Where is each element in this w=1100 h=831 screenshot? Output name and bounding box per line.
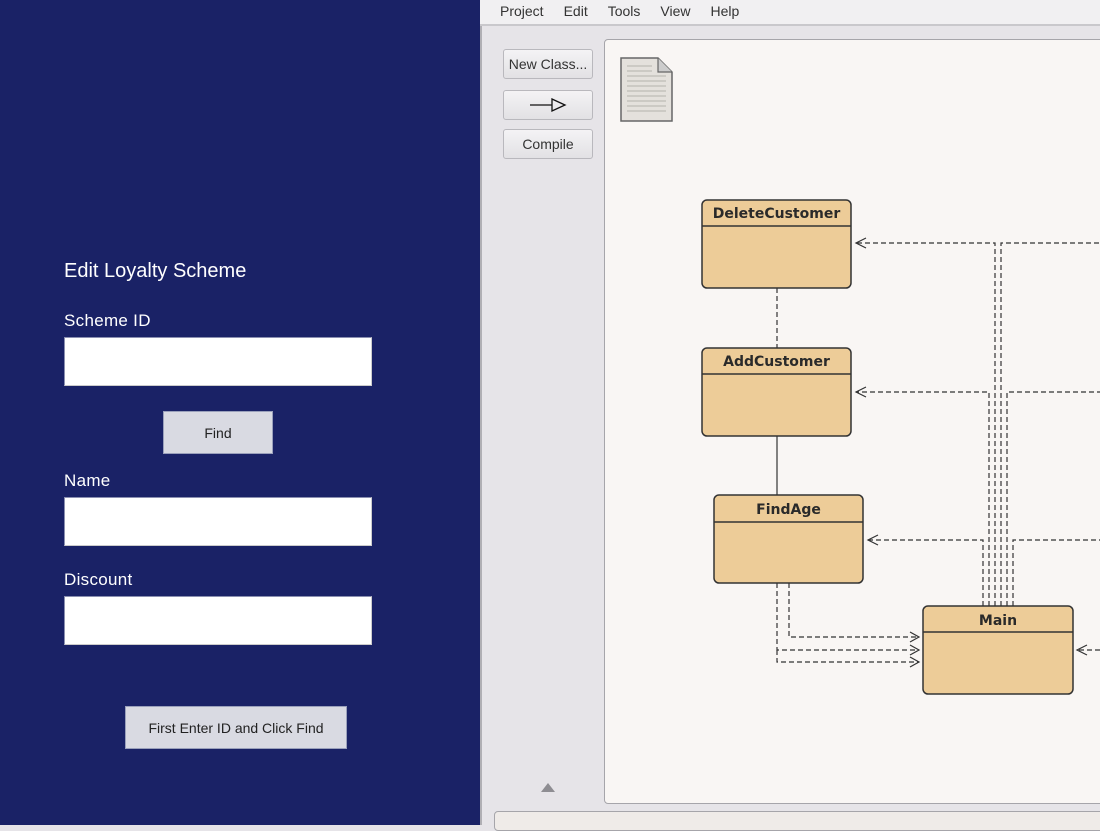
menu-view[interactable]: View — [660, 3, 691, 19]
dependency-line — [776, 650, 919, 663]
dependency-line — [1000, 242, 1100, 606]
dependency-lines — [776, 237, 1100, 668]
dependency-line — [868, 539, 984, 606]
menu-help[interactable]: Help — [710, 3, 740, 19]
class-add-customer[interactable]: AddCustomer — [701, 347, 852, 437]
form-title: Edit Loyalty Scheme — [64, 260, 247, 282]
arrowheads — [854, 237, 1088, 668]
scheme-id-input[interactable] — [64, 337, 372, 386]
class-name: FindAge — [756, 502, 821, 518]
new-class-button[interactable]: New Class... — [503, 49, 593, 79]
name-label: Name — [64, 471, 111, 490]
name-input[interactable] — [64, 497, 372, 546]
menu-tools[interactable]: Tools — [607, 3, 641, 19]
dependency-line — [788, 583, 919, 638]
class-main[interactable]: Main — [922, 605, 1074, 695]
dependency-line — [856, 242, 996, 606]
find-button[interactable]: Find — [163, 411, 273, 454]
menu-project[interactable]: Project — [500, 3, 544, 19]
dependency-line — [776, 583, 919, 651]
menu-edit[interactable]: Edit — [563, 3, 588, 19]
class-name: DeleteCustomer — [713, 206, 841, 222]
uses-arrow-icon — [530, 97, 567, 113]
document-icon[interactable] — [620, 57, 673, 122]
menu-bar: Project Edit Tools View Help — [480, 0, 1100, 26]
dependency-line — [1006, 391, 1100, 606]
class-delete-customer[interactable]: DeleteCustomer — [701, 199, 852, 289]
loyalty-form-panel: Edit Loyalty Scheme Scheme ID Find Name … — [0, 0, 480, 825]
uses-arrow-button[interactable] — [503, 90, 593, 120]
scheme-id-label: Scheme ID — [64, 311, 151, 330]
divider — [480, 26, 482, 825]
class-name: Main — [979, 613, 1017, 629]
submit-button[interactable]: First Enter ID and Click Find — [125, 706, 347, 749]
collapse-triangle-icon[interactable] — [541, 783, 555, 792]
dependency-line — [1012, 539, 1100, 606]
compile-button[interactable]: Compile — [503, 129, 593, 159]
discount-input[interactable] — [64, 596, 372, 645]
discount-label: Discount — [64, 570, 133, 589]
class-find-age[interactable]: FindAge — [713, 494, 864, 584]
class-name: AddCustomer — [723, 354, 830, 370]
dependency-line — [856, 391, 990, 606]
